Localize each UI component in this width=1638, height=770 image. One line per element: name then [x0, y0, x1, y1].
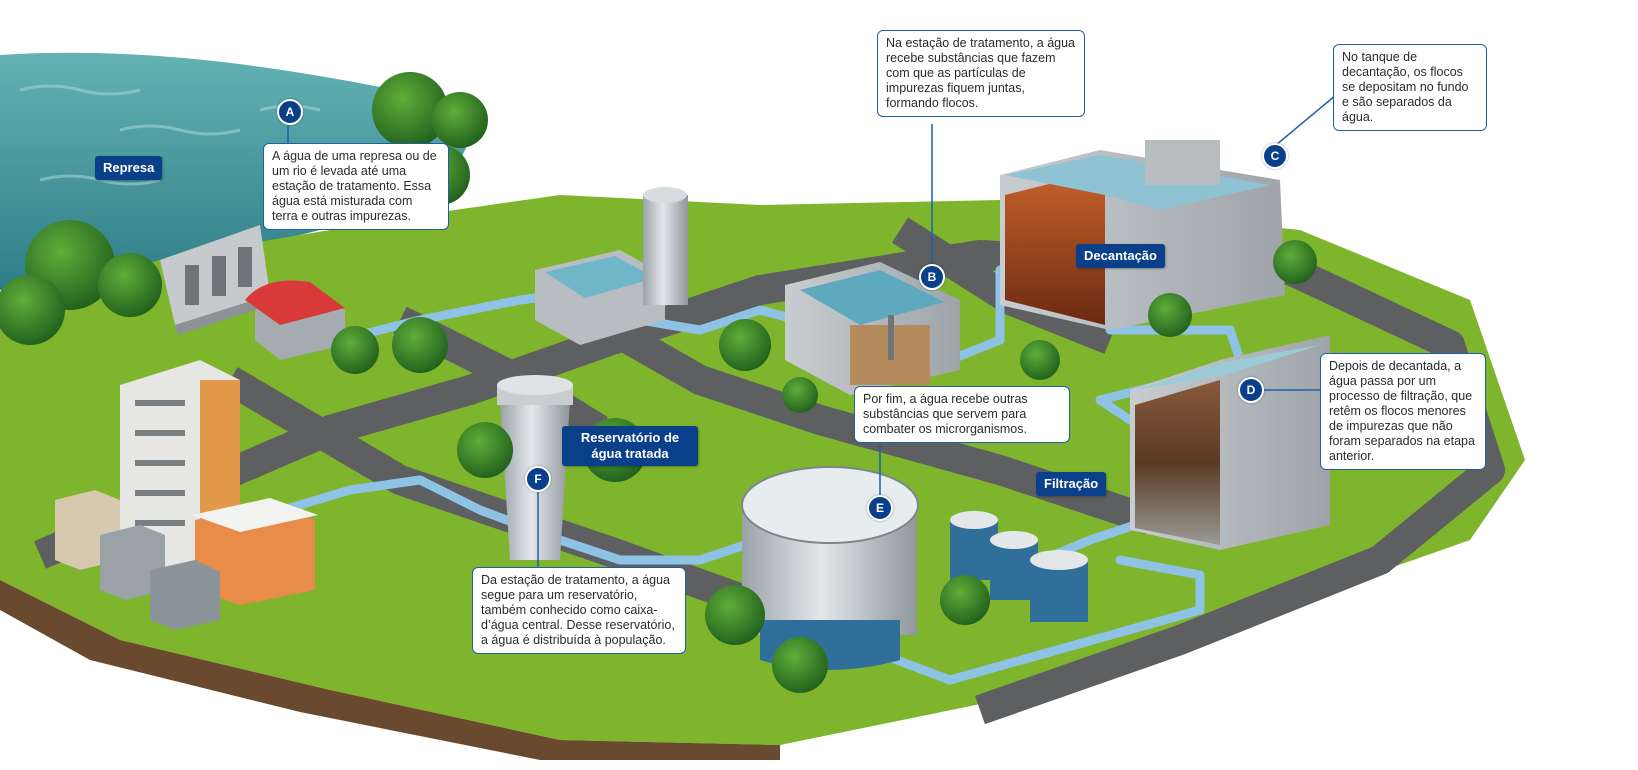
callout-step-c: No tanque de decantação, os flocos se de… [1333, 44, 1487, 131]
flocculation-tank [785, 262, 960, 395]
callout-step-d: Depois de decantada, a água passa por um… [1320, 353, 1486, 470]
label-decantacao: Decantação [1076, 244, 1165, 268]
step-badge-f: F [525, 466, 551, 492]
label-reservatorio: Reservatório de água tratada [562, 426, 698, 466]
callout-step-e: Por fim, a água recebe outras substância… [854, 386, 1070, 443]
callout-step-a: A água de uma represa ou de um rio é lev… [263, 143, 449, 230]
step-badge-d: D [1238, 377, 1264, 403]
decantation-tank [1000, 140, 1285, 330]
disinfection-tank [741, 466, 919, 670]
step-badge-b: B [919, 264, 945, 290]
chemical-tanks [950, 511, 1088, 622]
dam [160, 225, 270, 335]
callout-step-f: Da estação de tratamento, a água segue p… [472, 567, 686, 654]
pump-house [245, 280, 345, 360]
small-basins [535, 187, 688, 345]
step-badge-e: E [867, 495, 893, 521]
buildings [55, 360, 318, 630]
filtration-tank [1130, 335, 1330, 550]
callout-step-b: Na estação de tratamento, a água recebe … [877, 30, 1085, 117]
label-filtracao: Filtração [1036, 472, 1107, 496]
step-badge-a: A [277, 99, 303, 125]
represa-water [0, 52, 470, 291]
label-represa: Represa [95, 156, 163, 180]
step-badge-c: C [1262, 143, 1288, 169]
